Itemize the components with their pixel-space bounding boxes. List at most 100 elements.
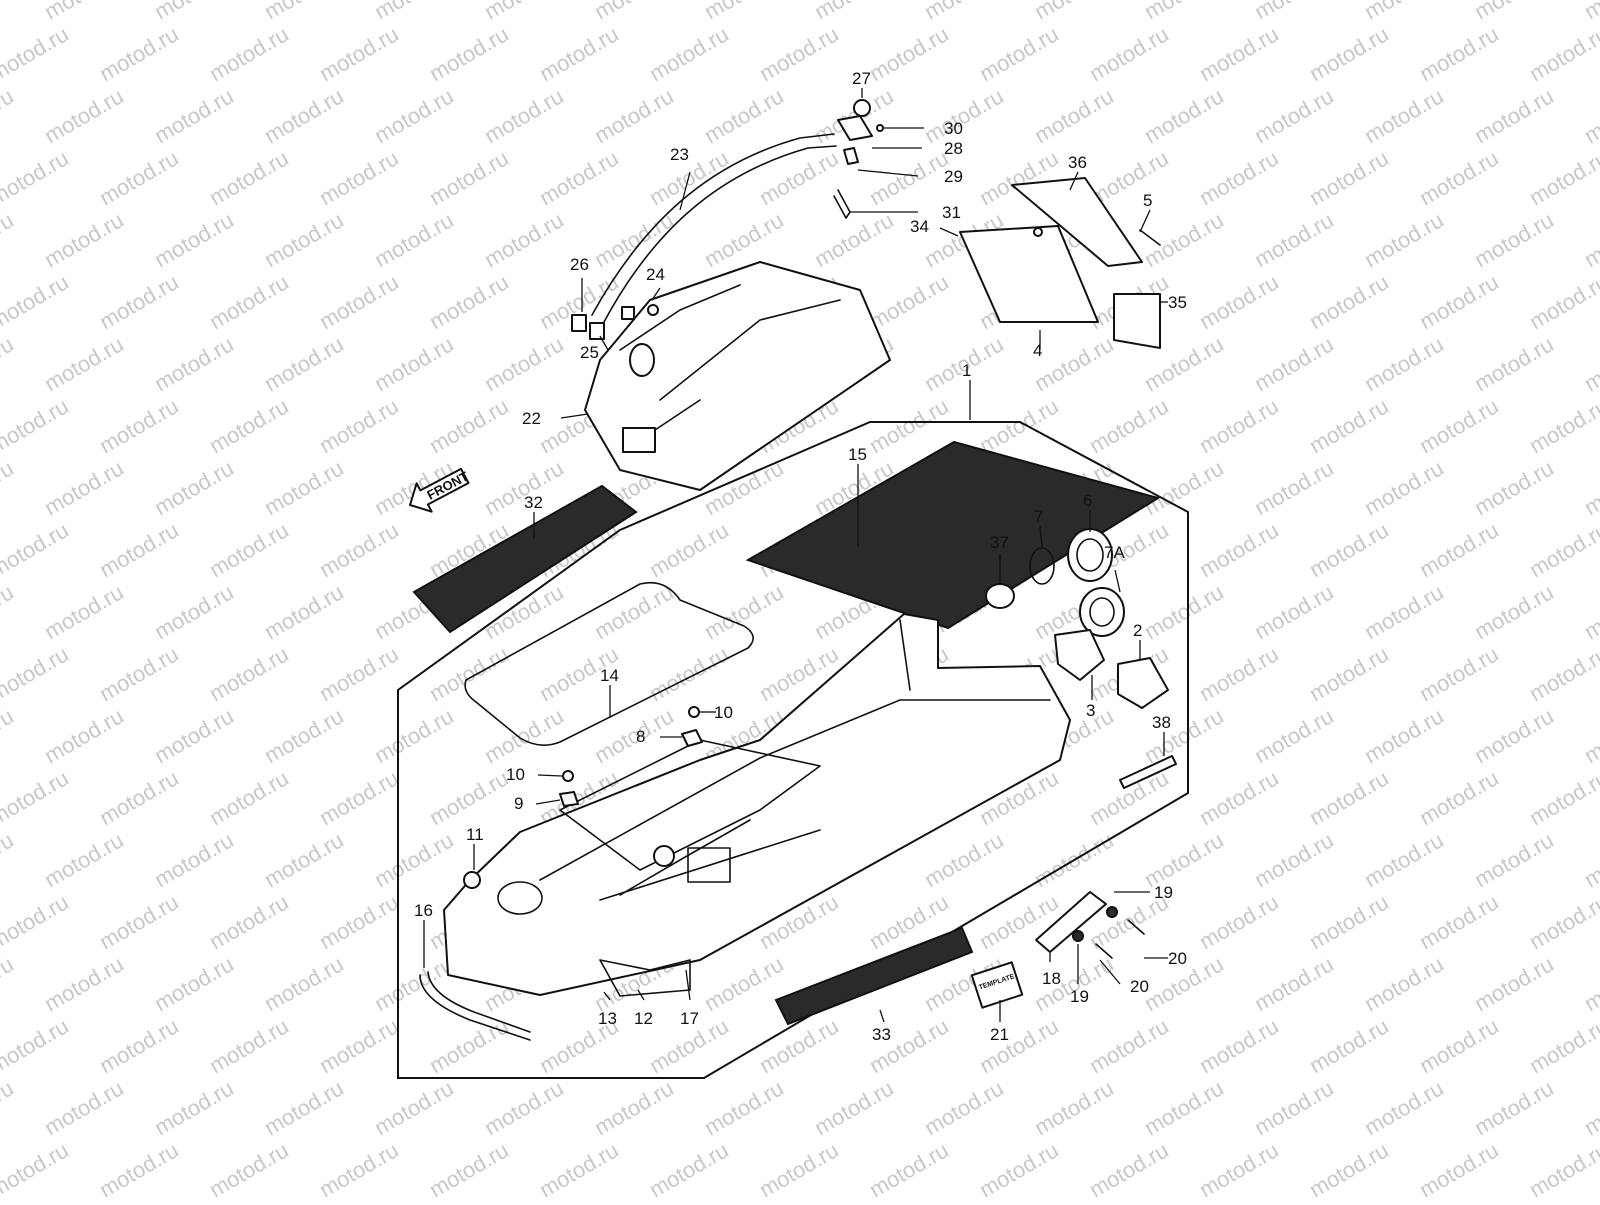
callout-10-lower: 10 xyxy=(506,765,525,784)
watermark-text: motod.ru xyxy=(0,1013,73,1078)
watermark-text: motod.ru xyxy=(1250,951,1338,1016)
watermark-text: motod.ru xyxy=(1195,889,1283,954)
bolt-4 xyxy=(1033,227,1043,237)
watermark-text: motod.ru xyxy=(260,703,348,768)
watermark-text: motod.ru xyxy=(315,21,403,86)
watermark-text: motod.ru xyxy=(865,1137,953,1200)
watermark-text: motod.ru xyxy=(1470,0,1558,24)
callout-8: 8 xyxy=(636,727,645,746)
clip-29 xyxy=(843,147,859,165)
watermark-text: motod.ru xyxy=(755,1137,843,1200)
watermark-text: motod.ru xyxy=(315,393,403,458)
knob-27 xyxy=(853,99,871,117)
pin-30 xyxy=(876,124,884,132)
watermark-text: motod.ru xyxy=(370,703,458,768)
watermark-text: motod.ru xyxy=(1195,765,1283,830)
watermark-text: motod.ru xyxy=(0,579,18,644)
callout-20-lower: 20 xyxy=(1130,977,1149,996)
watermark-text: motod.ru xyxy=(425,1013,513,1078)
watermark-text: motod.ru xyxy=(1360,331,1448,396)
strap-bracket-25 xyxy=(589,322,605,340)
watermark-text: motod.ru xyxy=(425,145,513,210)
watermark-text: motod.ru xyxy=(315,1137,403,1200)
watermark-text: motod.ru xyxy=(425,765,513,830)
plug-11 xyxy=(463,871,481,889)
watermark-text: motod.ru xyxy=(1250,1075,1338,1140)
watermark-text: motod.ru xyxy=(535,1137,623,1200)
callout-29: 29 xyxy=(944,167,963,186)
watermark-text: motod.ru xyxy=(40,827,128,892)
watermark-text: motod.ru xyxy=(700,951,788,1016)
watermark-text: motod.ru xyxy=(0,703,18,768)
watermark-text: motod.ru xyxy=(755,21,843,86)
watermark-text: motod.ru xyxy=(205,269,293,334)
watermark-text: motod.ru xyxy=(1525,1137,1600,1200)
watermark-text: motod.ru xyxy=(150,951,238,1016)
watermark-text: motod.ru xyxy=(0,0,18,24)
watermark-text: motod.ru xyxy=(1580,0,1600,24)
callout-19-lower: 19 xyxy=(1070,987,1089,1006)
watermark-text: motod.ru xyxy=(1085,1137,1173,1200)
watermark-text: motod.ru xyxy=(1360,0,1448,24)
watermark-text: motod.ru xyxy=(810,0,898,24)
callout-4: 4 xyxy=(1033,341,1042,360)
watermark-text: motod.ru xyxy=(975,1013,1063,1078)
storage-cover-36 xyxy=(1011,177,1143,267)
watermark-text: motod.ru xyxy=(480,0,568,24)
watermark-text: motod.ru xyxy=(700,0,788,24)
watermark-text: motod.ru xyxy=(920,827,1008,892)
watermark-text: motod.ru xyxy=(1250,827,1338,892)
bolt-10-upper xyxy=(688,706,700,718)
watermark-text: motod.ru xyxy=(865,21,953,86)
front-mat-32 xyxy=(412,484,638,634)
watermark-text: motod.ru xyxy=(1085,21,1173,86)
watermark-text: motod.ru xyxy=(480,331,568,396)
watermark-text: motod.ru xyxy=(1580,1075,1600,1140)
watermark-text: motod.ru xyxy=(1415,393,1503,458)
watermark-text: motod.ru xyxy=(95,145,183,210)
callout-17: 17 xyxy=(680,1009,699,1028)
watermark-text: motod.ru xyxy=(370,827,458,892)
watermark-text: motod.ru xyxy=(975,21,1063,86)
watermark-text: motod.ru xyxy=(1525,21,1600,86)
watermark-text: motod.ru xyxy=(425,269,513,334)
watermark-text: motod.ru xyxy=(150,1075,238,1140)
watermark-text: motod.ru xyxy=(1580,579,1600,644)
callout-35: 35 xyxy=(1168,293,1187,312)
callout-22: 22 xyxy=(522,409,541,428)
callout-labels: 1 2 3 4 5 6 7 7A 8 9 10 10 11 12 13 14 1… xyxy=(414,69,1187,1044)
watermark-text: motod.ru xyxy=(370,83,458,148)
watermark-text: motod.ru xyxy=(865,1013,953,1078)
watermark-text: motod.ru xyxy=(1250,455,1338,520)
watermark-text: motod.ru xyxy=(1360,455,1448,520)
watermark-text: motod.ru xyxy=(1085,393,1173,458)
watermark-text: motod.ru xyxy=(1305,517,1393,582)
watermark-text: motod.ru xyxy=(40,331,128,396)
callout-20-upper: 20 xyxy=(1168,949,1187,968)
watermark-text: motod.ru xyxy=(1580,951,1600,1016)
watermark-text: motod.ru xyxy=(95,393,183,458)
watermark-text: motod.ru xyxy=(1360,83,1448,148)
watermark-text: motod.ru xyxy=(260,951,348,1016)
watermark-text: motod.ru xyxy=(370,1075,458,1140)
watermark-text: motod.ru xyxy=(95,517,183,582)
watermark-text: motod.ru xyxy=(1525,393,1600,458)
watermark-text: motod.ru xyxy=(1470,1075,1558,1140)
watermark-text: motod.ru xyxy=(1525,145,1600,210)
watermark-text: motod.ru xyxy=(1305,641,1393,706)
watermark-text: motod.ru xyxy=(150,827,238,892)
watermark-text: motod.ru xyxy=(865,393,953,458)
watermark-text: motod.ru xyxy=(0,21,73,86)
seat-cover xyxy=(584,261,891,491)
watermark-text: motod.ru xyxy=(150,579,238,644)
watermark-text: motod.ru xyxy=(975,393,1063,458)
watermark-text: motod.ru xyxy=(95,1137,183,1200)
callout-6: 6 xyxy=(1083,491,1092,510)
watermark-text: motod.ru xyxy=(0,1137,73,1200)
watermark-text: motod.ru xyxy=(1415,1137,1503,1200)
watermark-text: motod.ru xyxy=(1250,207,1338,272)
watermark-text: motod.ru xyxy=(645,1137,733,1200)
watermark-text: motod.ru xyxy=(920,0,1008,24)
watermark-text: motod.ru xyxy=(370,0,458,24)
